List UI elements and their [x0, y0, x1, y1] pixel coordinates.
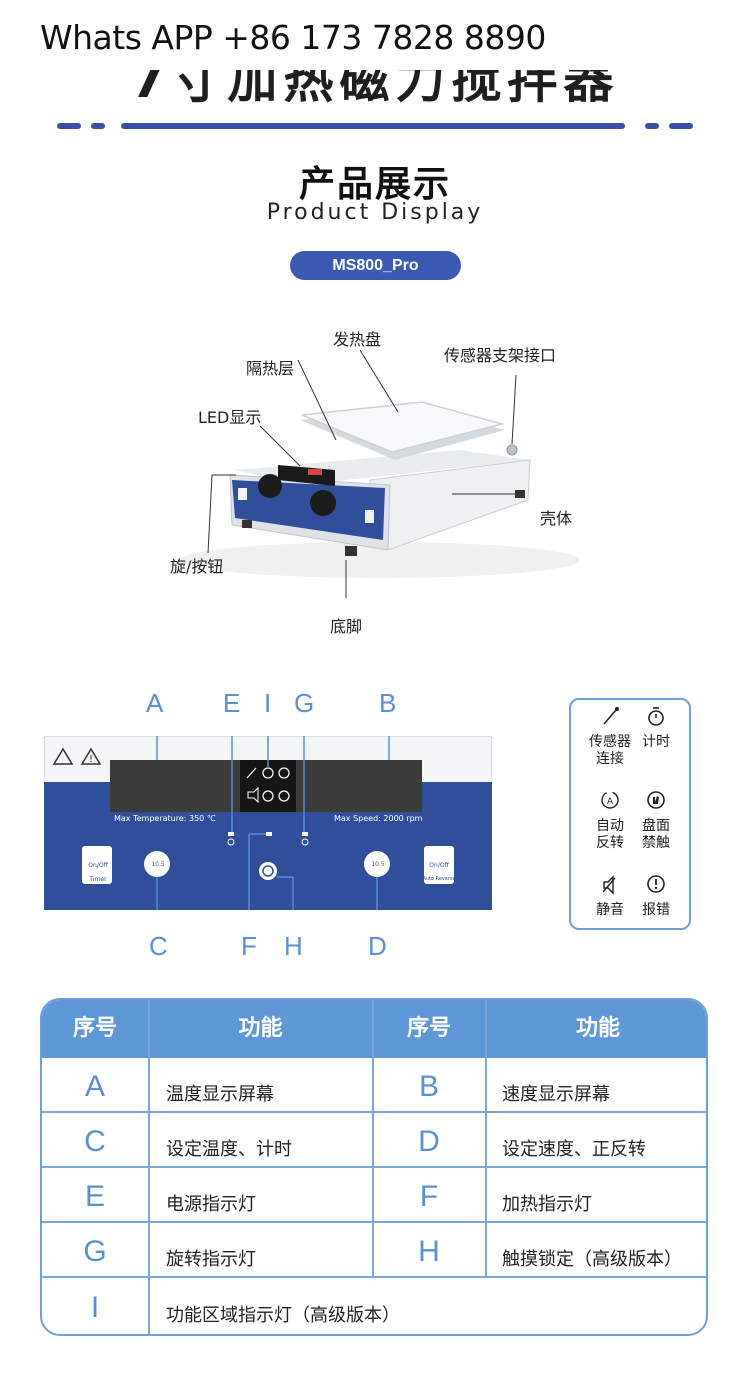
- divider-dash: [645, 123, 659, 129]
- row-function: 旋转指示灯: [166, 1249, 256, 1270]
- max-temperature-label: Max Temperature: 350 ℃: [114, 814, 216, 823]
- row-code: H: [418, 1235, 440, 1268]
- svg-text:A: A: [607, 797, 614, 807]
- hand-touch-icon: [647, 791, 665, 809]
- right-knob-text: 10.5: [371, 861, 385, 868]
- callout-sensor-port: 传感器支架接口: [444, 346, 557, 365]
- svg-text:!: !: [89, 754, 93, 765]
- contact-banner-text: Whats APP +86 173 7828 8890: [40, 18, 546, 57]
- row-function: 设定温度、计时: [166, 1139, 292, 1160]
- table-divider: [42, 1276, 706, 1278]
- callout-feet: 底脚: [330, 617, 363, 636]
- panel-label-i: I: [264, 688, 272, 718]
- callout-knob: 旋/按钮: [170, 557, 224, 576]
- auto-reverse-icon: A: [601, 791, 619, 809]
- table-divider: [485, 1000, 487, 1276]
- row-function: 温度显示屏幕: [166, 1084, 274, 1105]
- row-code: D: [418, 1125, 440, 1158]
- legend-item-mute: 静音: [580, 872, 640, 919]
- panel-label-e: E: [223, 688, 241, 718]
- row-code: I: [90, 1291, 100, 1324]
- row-code: A: [84, 1070, 105, 1103]
- legend-item-sensor: 传感器 连接: [580, 704, 640, 768]
- right-reverse-text: Auto Reverse: [422, 876, 456, 882]
- row-function: 电源指示灯: [166, 1194, 256, 1215]
- contact-banner: [15, 8, 669, 70]
- row-code: B: [418, 1070, 439, 1103]
- divider-dash: [669, 123, 693, 129]
- table-divider: [148, 1000, 150, 1334]
- row-code: G: [83, 1235, 107, 1268]
- header-index-2: 序号: [406, 1016, 451, 1041]
- legend-label-no-touch: 盘面 禁触: [642, 818, 670, 851]
- table-divider: [42, 1166, 706, 1168]
- panel-label-h: H: [284, 931, 303, 961]
- row-function: 设定速度、正反转: [502, 1139, 646, 1160]
- left-knob-text: 10.5: [151, 861, 165, 868]
- table-divider: [42, 1221, 706, 1223]
- callout-housing: 壳体: [540, 509, 573, 528]
- row-function: 功能区域指示灯（高级版本）: [166, 1305, 400, 1326]
- panel-label-b: B: [379, 688, 397, 718]
- panel-label-d: D: [368, 931, 387, 961]
- timer-icon: [648, 707, 664, 726]
- header-function-2: 功能: [575, 1016, 620, 1041]
- legend-label-alarm: 报错: [642, 902, 670, 918]
- row-function: 速度显示屏幕: [502, 1084, 610, 1105]
- legend-label-reverse: 自动 反转: [596, 818, 624, 851]
- table-divider: [372, 1000, 374, 1276]
- row-function: 加热指示灯: [502, 1194, 592, 1215]
- left-timer-text: Timer: [89, 876, 107, 883]
- icon-legend: [569, 698, 691, 930]
- max-speed-label: Max Speed: 2000 rpm: [334, 814, 423, 823]
- legend-item-reverse: A 自动 反转: [580, 788, 640, 852]
- legend-item-timer: 计时: [626, 704, 686, 751]
- header-function-1: 功能: [238, 1016, 283, 1041]
- legend-label-timer: 计时: [642, 734, 670, 750]
- legend-item-alarm: 报错: [626, 872, 686, 919]
- model-badge: MS800_Pro: [290, 251, 461, 280]
- legend-label-sensor: 传感器 连接: [589, 734, 631, 767]
- divider-dash: [57, 123, 81, 129]
- stirrer-product-image: [180, 349, 580, 598]
- panel-label-g: G: [294, 688, 315, 718]
- section-title: 产品展示: [298, 164, 451, 205]
- row-code: F: [419, 1180, 439, 1213]
- divider-dash: [91, 123, 105, 129]
- callout-insulation: 隔热层: [246, 359, 295, 378]
- control-panel-diagram: !: [44, 736, 492, 910]
- mute-icon: [602, 875, 616, 895]
- callout-led-display: LED显示: [198, 408, 262, 427]
- left-onoff-text: On/Off: [88, 862, 108, 869]
- table-header: [42, 1000, 706, 1058]
- callout-heating-plate: 发热盘: [333, 330, 382, 349]
- panel-label-a: A: [146, 688, 164, 718]
- legend-item-no-touch: 盘面 禁触: [626, 788, 686, 852]
- header-index-1: 序号: [72, 1016, 117, 1041]
- right-onoff-text: On/Off: [429, 862, 449, 869]
- table-divider: [42, 1111, 706, 1113]
- legend-label-mute: 静音: [596, 902, 624, 918]
- section-subtitle: Product Display: [266, 200, 484, 225]
- panel-label-c: C: [149, 931, 168, 961]
- divider-line: [121, 123, 625, 129]
- row-code: C: [84, 1125, 106, 1158]
- sensor-probe-icon: [603, 707, 619, 725]
- function-table: 序号 功能 序号 功能 A 温度显示屏幕 B 速度显示屏幕 C 设定温度、计时 …: [40, 998, 708, 1336]
- row-code: E: [84, 1180, 105, 1213]
- row-function: 触摸锁定（高级版本）: [502, 1249, 682, 1270]
- alarm-icon: [647, 875, 665, 893]
- panel-label-f: F: [241, 931, 257, 961]
